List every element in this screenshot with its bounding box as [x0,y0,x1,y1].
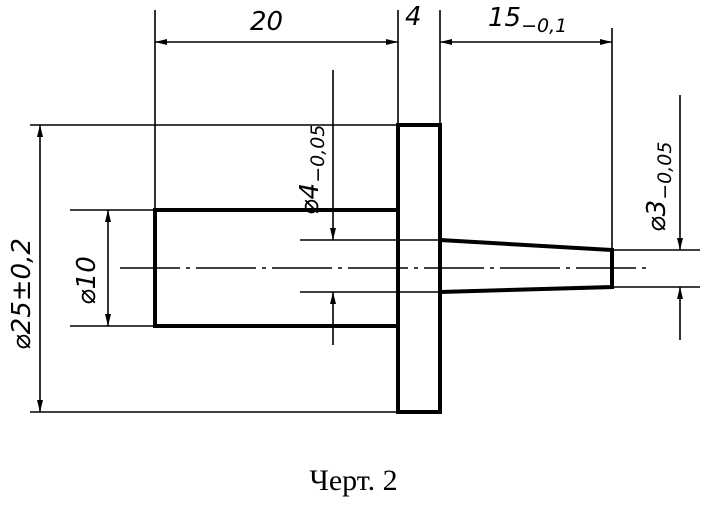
dim-4-bore-label: ⌀4−0,05 [295,125,329,215]
dim-15-label: 15−0,1 [488,3,567,37]
dim-10-label: ⌀10 [72,256,102,305]
dim-25-label: ⌀25±0,2 [7,238,37,350]
dim-3-label: ⌀3−0,05 [642,142,676,232]
figure-caption: Черт. 2 [309,464,398,497]
pin [439,238,614,294]
dim-20-label: 20 [250,7,283,37]
dim-4-label: 4 [405,2,422,32]
